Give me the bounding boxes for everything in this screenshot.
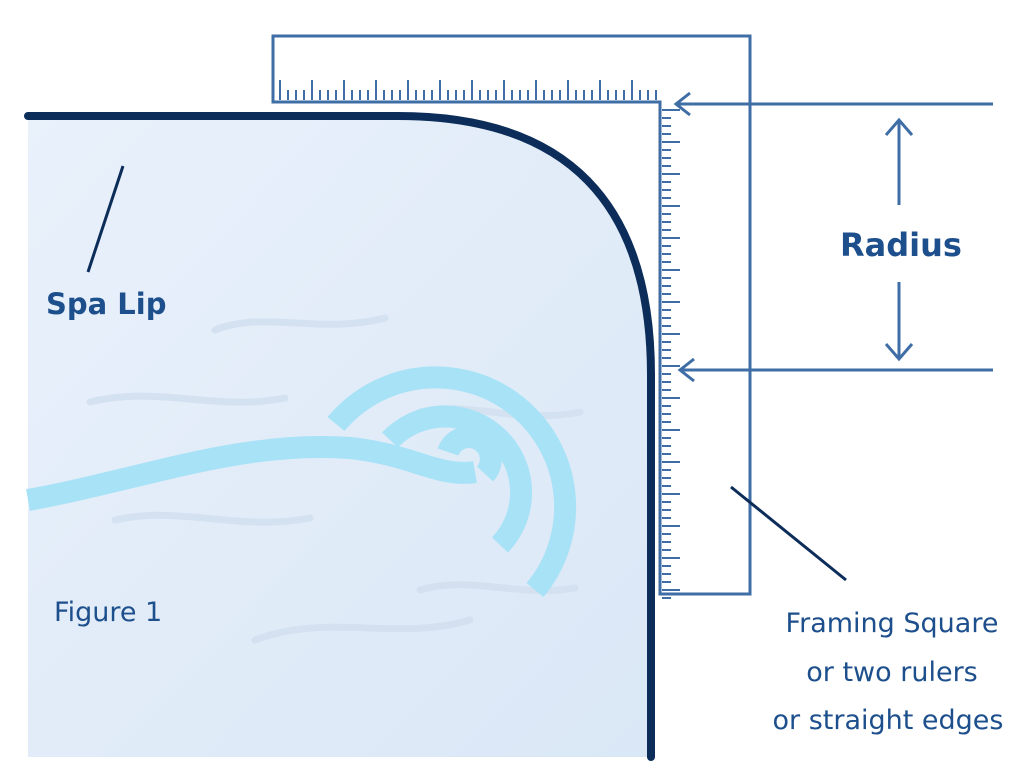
left-arrow-icon <box>673 91 691 117</box>
figure-label: Figure 1 <box>54 597 162 628</box>
framing-square-label: Framing Square or two rulers or straight… <box>773 608 1004 736</box>
framing-square-label-line-2: or two rulers <box>806 657 977 688</box>
ruler-ticks-side <box>662 109 680 599</box>
water-swirl <box>26 366 576 598</box>
framing-square-label-line-3: or straight edges <box>773 705 1004 736</box>
framing-square-label-line-1: Framing Square <box>786 608 999 639</box>
framing-square-leader-line <box>730 485 847 582</box>
spa-lip-leader-line <box>86 165 125 273</box>
water-ripples <box>86 314 584 644</box>
spa-lip-outline <box>24 112 655 761</box>
radius-double-arrow-icon <box>884 117 914 362</box>
left-arrow-icon <box>677 357 695 383</box>
spa-lip-label: Spa Lip <box>46 287 167 321</box>
ruler-ticks-top <box>279 80 657 100</box>
radius-pointer-arrows <box>673 91 993 383</box>
framing-square <box>271 34 752 599</box>
radius-label: Radius <box>840 226 962 264</box>
